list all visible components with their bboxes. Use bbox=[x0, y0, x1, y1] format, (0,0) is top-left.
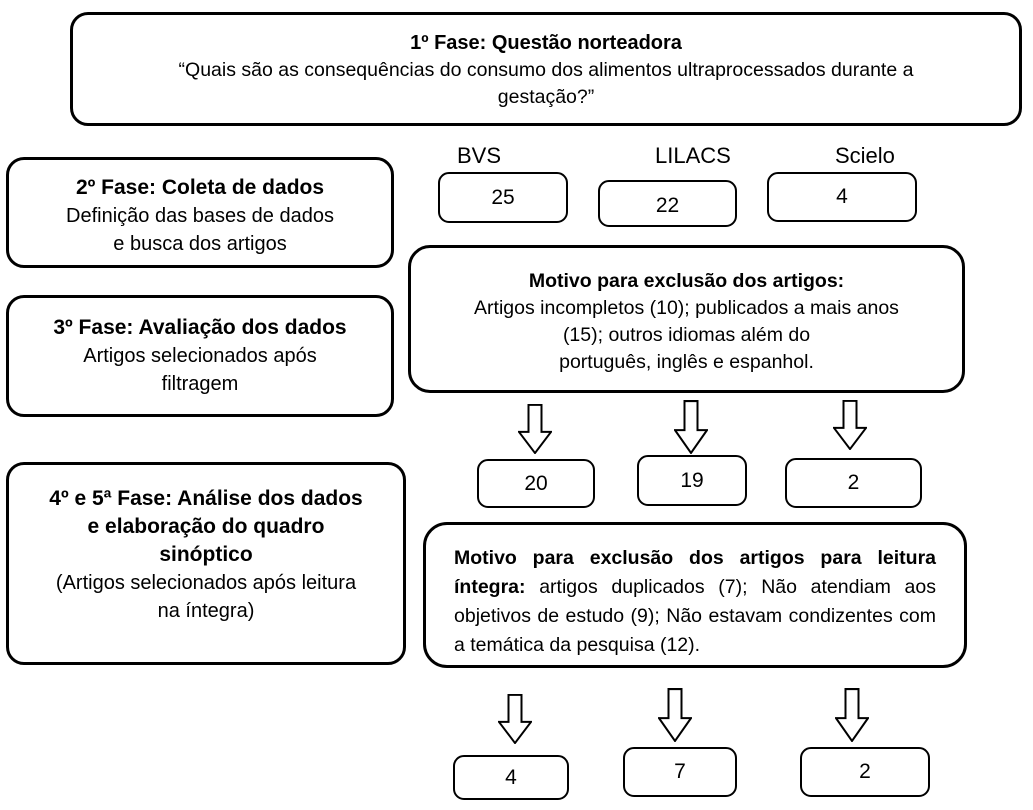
exclusion-reasons-1-title: Motivo para exclusão dos artigos: bbox=[528, 270, 845, 292]
phase1-question-line-1: “Quais são as consequências do consumo d… bbox=[178, 59, 914, 81]
down-arrow-icon bbox=[658, 688, 692, 742]
count-scielo-filtered: 2 bbox=[785, 458, 922, 508]
phase2-description-line-2: e busca dos artigos bbox=[113, 233, 287, 255]
count-lilacs-filtered: 19 bbox=[637, 455, 747, 506]
phase1-title: 1º Fase: Questão norteadora bbox=[410, 32, 682, 54]
down-arrow-icon bbox=[835, 688, 869, 742]
phase2-description-line-1: Definição das bases de dados bbox=[66, 205, 334, 227]
phase3-title: 3º Fase: Avaliação dos dados bbox=[53, 316, 347, 339]
exclusion-reasons-2-box: Motivo para exclusão dos artigos para le… bbox=[423, 522, 967, 668]
exclusion-reasons-1-line-2: (15); outros idiomas além do bbox=[562, 324, 811, 346]
exclusion-reasons-2-title: Motivo para exclusão dos artigos para le… bbox=[454, 547, 936, 598]
phase4-5-box: 4º e 5ª Fase: Análise dos dados e elabor… bbox=[6, 462, 406, 665]
phase4-5-description-line-2: na íntegra) bbox=[157, 600, 255, 622]
database-label-scielo: Scielo bbox=[835, 143, 895, 168]
phase1-question-line-2: gestação?” bbox=[497, 86, 595, 108]
count-bvs-initial: 25 bbox=[438, 172, 568, 223]
database-label-bvs: BVS bbox=[457, 143, 502, 168]
down-arrow-icon bbox=[674, 400, 708, 454]
exclusion-reasons-1-box: Motivo para exclusão dos artigos: Artigo… bbox=[408, 245, 965, 393]
phase4-5-title-line-3: sinóptico bbox=[159, 543, 253, 566]
count-bvs-filtered: 20 bbox=[477, 459, 595, 508]
count-scielo-initial: 4 bbox=[767, 172, 917, 222]
count-lilacs-initial: 22 bbox=[598, 180, 737, 227]
down-arrow-icon bbox=[498, 694, 532, 744]
phase4-5-title-line-1: 4º e 5ª Fase: Análise dos dados bbox=[49, 487, 363, 510]
phase2-box: 2º Fase: Coleta de dados Definição das b… bbox=[6, 157, 394, 268]
database-label-lilacs: LILACS bbox=[655, 143, 731, 168]
phase3-description-line-2: filtragem bbox=[161, 373, 239, 395]
count-bvs-final: 4 bbox=[453, 755, 569, 800]
exclusion-reasons-1-line-3: português, inglês e espanhol. bbox=[559, 351, 814, 373]
phase3-box: 3º Fase: Avaliação dos dados Artigos sel… bbox=[6, 295, 394, 417]
count-lilacs-final: 7 bbox=[623, 747, 737, 797]
phase2-title: 2º Fase: Coleta de dados bbox=[75, 176, 325, 199]
exclusion-reasons-2-body: artigos duplicados (7); Não atendiam aos… bbox=[454, 576, 936, 656]
phase3-description-line-1: Artigos selecionados após bbox=[83, 345, 317, 367]
down-arrow-icon bbox=[518, 404, 552, 454]
phase4-5-title-line-2: e elaboração do quadro bbox=[87, 515, 325, 538]
phase4-5-description-line-1: (Artigos selecionados após leitura bbox=[55, 572, 357, 594]
count-scielo-final: 2 bbox=[800, 747, 930, 797]
down-arrow-icon bbox=[833, 400, 867, 450]
phase1-box: 1º Fase: Questão norteadora “Quais são a… bbox=[70, 12, 1022, 126]
exclusion-reasons-1-line-1: Artigos incompletos (10); publicados a m… bbox=[474, 297, 899, 319]
